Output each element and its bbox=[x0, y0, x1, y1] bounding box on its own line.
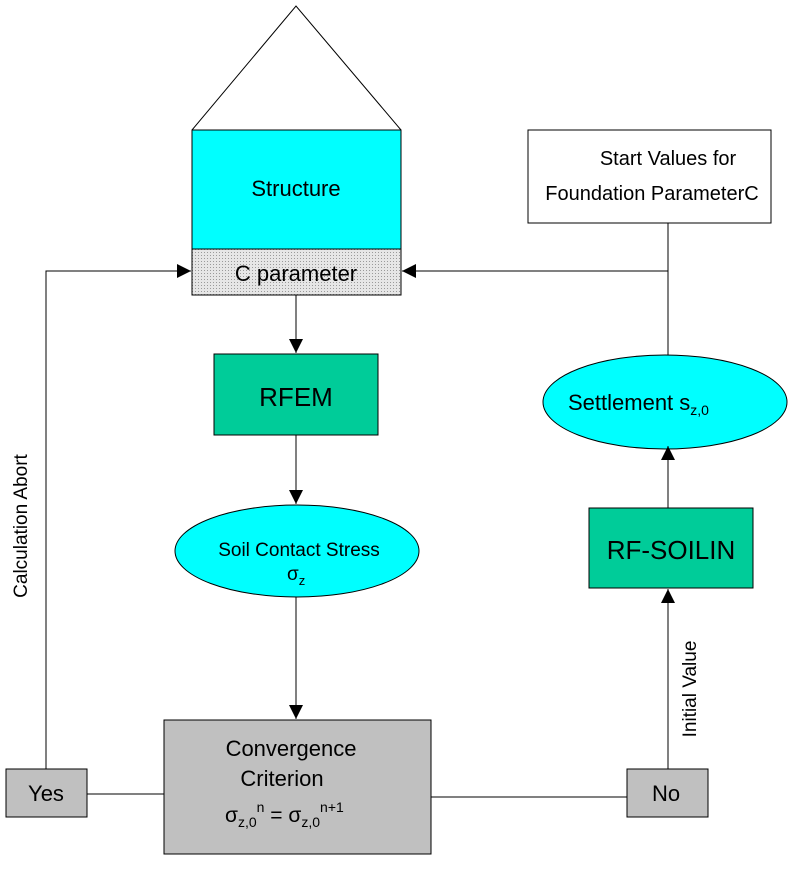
c-parameter-box bbox=[191, 248, 402, 296]
soil-contact-stress-symbol: σz bbox=[287, 564, 305, 588]
convergence-criterion-box bbox=[163, 719, 432, 855]
soil-contact-stress-label: Soil Contact Stress bbox=[218, 540, 380, 561]
rfem-box bbox=[213, 353, 379, 436]
c-parameter-label: C parameter bbox=[235, 261, 357, 286]
rf-soilin-label: RF-SOILIN bbox=[607, 535, 736, 565]
initial-value-label: Initial Value bbox=[680, 641, 701, 738]
start-values-line2: Foundation ParameterC bbox=[545, 183, 758, 205]
structure-label: Structure bbox=[251, 176, 340, 201]
convergence-line2: Criterion bbox=[240, 766, 323, 791]
soil-contact-stress-ellipse bbox=[174, 504, 420, 598]
calculation-abort-label: Calculation Abort bbox=[11, 453, 32, 597]
convergence-line1: Convergence bbox=[226, 736, 357, 761]
start-values-line1: Start Values for bbox=[600, 148, 737, 170]
start-values-box bbox=[527, 129, 772, 224]
rf-soilin-box bbox=[588, 507, 754, 589]
settlement-label: Settlement sz,0 bbox=[568, 390, 709, 418]
no-label: No bbox=[652, 781, 680, 806]
convergence-formula: σz,0n = σz,0n+1 bbox=[225, 799, 344, 830]
structure-box bbox=[191, 129, 402, 250]
edge-yes-to-cparam bbox=[45, 264, 191, 769]
roof-triangle bbox=[191, 5, 402, 131]
no-box bbox=[626, 768, 709, 818]
rfem-label: RFEM bbox=[259, 382, 333, 412]
yes-box bbox=[5, 768, 88, 818]
yes-label: Yes bbox=[28, 781, 64, 806]
